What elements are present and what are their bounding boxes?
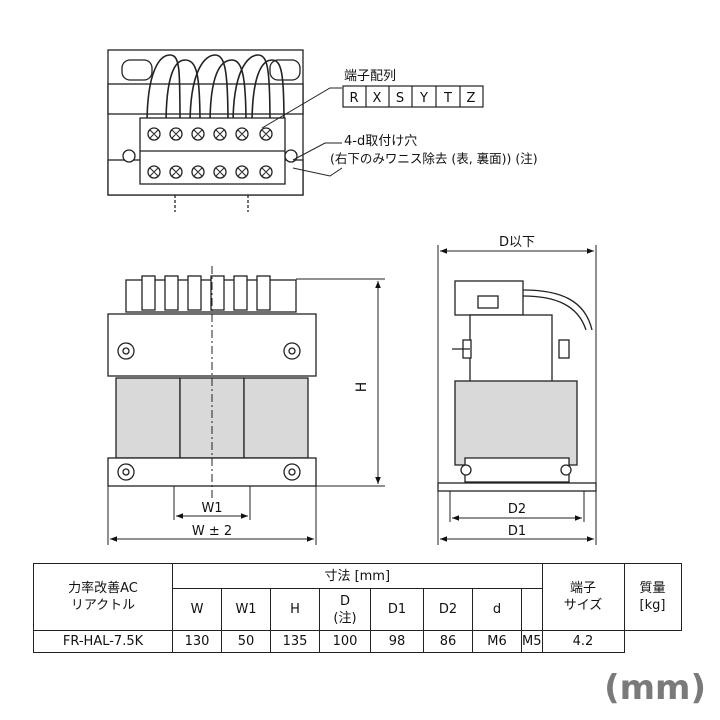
col-d1: D1 bbox=[370, 588, 424, 631]
col-w1: W1 bbox=[221, 588, 271, 631]
col-w: W bbox=[172, 588, 222, 631]
unit-label: (mm) bbox=[604, 668, 706, 708]
spec-table: 力率改善AC リアクトル 寸法 [mm] 端子 サイズ 質量 [kg] W W1… bbox=[33, 563, 682, 653]
cell-d2: 86 bbox=[423, 630, 473, 653]
dim-h-label: H bbox=[354, 382, 370, 393]
col-small-d: d bbox=[472, 588, 522, 631]
cell-terminal-size: M5 bbox=[521, 630, 543, 653]
col-d-line2: (注) bbox=[333, 610, 357, 626]
cell-mass: 4.2 bbox=[541, 630, 625, 653]
model-header-line2: リアクトル bbox=[70, 598, 136, 613]
top-view bbox=[107, 49, 343, 212]
front-view bbox=[107, 266, 317, 500]
terminal-s: S bbox=[396, 91, 404, 106]
mount-hole-note: (右下のみワニス除去 (表, 裏面)) (注) bbox=[330, 151, 538, 166]
dimension-h bbox=[296, 278, 385, 487]
terminal-x: X bbox=[373, 91, 382, 106]
mass-header: 質量 [kg] bbox=[623, 563, 682, 631]
side-view bbox=[437, 280, 597, 492]
dim-d2-label: D2 bbox=[508, 502, 526, 517]
mass-header-line1: 質量 bbox=[639, 581, 666, 596]
mount-hole-label: 4-d取付け穴 bbox=[344, 134, 417, 149]
reactor-dimension-drawing: 端子配列 R X S Y T Z 4-d取付け穴 (右下のみワニス除去 (表, … bbox=[107, 49, 597, 545]
terminal-size-header-line2: サイズ bbox=[563, 598, 603, 613]
terminal-t: T bbox=[443, 91, 452, 106]
terminal-size-header-line1: 端子 bbox=[569, 581, 596, 596]
dim-d1-label: D1 bbox=[508, 524, 526, 539]
dim-d-label: D以下 bbox=[499, 235, 535, 250]
col-d-line1: D bbox=[339, 593, 350, 609]
terminal-y: Y bbox=[419, 91, 428, 106]
cell-h: 135 bbox=[270, 630, 320, 653]
terminal-table bbox=[342, 85, 484, 108]
terminal-size-header: 端子 サイズ bbox=[541, 563, 625, 631]
model-header: 力率改善AC リアクトル bbox=[33, 563, 173, 631]
col-d: D (注) bbox=[319, 588, 371, 631]
cell-w: 130 bbox=[172, 630, 222, 653]
terminal-r: R bbox=[349, 91, 358, 106]
cell-small-d: M6 bbox=[472, 630, 522, 653]
table-row: FR-HAL-7.5K 130 50 135 100 98 86 M6 M5 4… bbox=[33, 630, 682, 653]
terminal-layout-label: 端子配列 bbox=[344, 69, 396, 84]
terminal-z: Z bbox=[467, 91, 476, 106]
cell-model: FR-HAL-7.5K bbox=[33, 630, 173, 653]
side-dimensions bbox=[437, 245, 597, 545]
mass-header-line2: [kg] bbox=[639, 598, 666, 613]
dimension-w bbox=[107, 486, 317, 545]
cell-d1: 98 bbox=[370, 630, 424, 653]
col-d2: D2 bbox=[423, 588, 473, 631]
cell-d: 100 bbox=[319, 630, 371, 653]
dim-w-label: W ± 2 bbox=[192, 524, 232, 539]
cell-w1: 50 bbox=[221, 630, 271, 653]
dim-w1-label: W1 bbox=[201, 501, 222, 516]
dims-header: 寸法 [mm] bbox=[172, 563, 543, 589]
model-header-line1: 力率改善AC bbox=[68, 581, 138, 596]
col-h: H bbox=[270, 588, 320, 631]
